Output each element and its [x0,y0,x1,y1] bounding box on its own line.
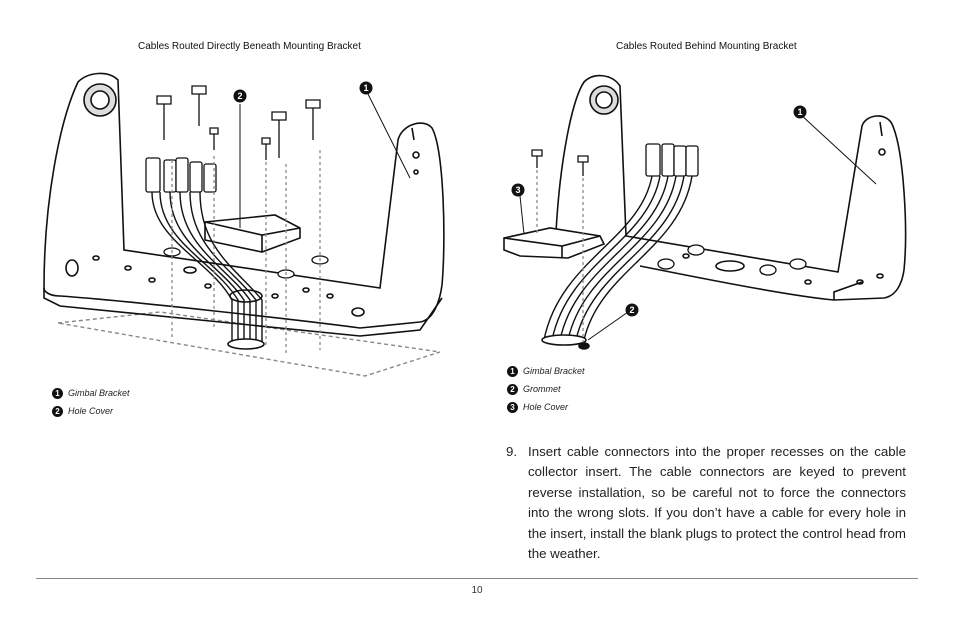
legend-label: Gimbal Bracket [523,366,585,376]
left-callout-2-badge: 2 [233,89,247,103]
legend-item: 2 Grommet [507,380,585,398]
right-callout-3-label: 3 [515,185,520,195]
right-callout-3-badge: 3 [511,183,525,197]
legend-number-badge: 1 [52,387,63,399]
legend-item: 2 Hole Cover [52,402,130,420]
left-callout-1-label: 1 [363,83,368,93]
legend-label: Hole Cover [523,402,569,412]
right-figure-caption: Cables Routed Behind Mounting Bracket [616,41,797,52]
page-number: 10 [471,585,483,596]
legend-number-badge: 1 [507,365,518,377]
right-callout-1-label: 1 [797,107,802,117]
legend-item: 1 Gimbal Bracket [52,384,130,402]
legend-number-badge: 2 [52,405,63,417]
step-text: Insert cable connectors into the proper … [528,444,906,562]
legend-label: Hole Cover [68,406,114,416]
left-callout-1-badge: 1 [359,81,373,95]
legend-item: 1 Gimbal Bracket [507,362,585,380]
legend-number-badge: 2 [507,383,518,395]
left-gimbal-bracket-illustration [43,72,445,377]
right-callout-1-badge: 1 [793,105,807,119]
legend-item: 3 Hole Cover [507,398,585,416]
left-figure-legend: 1 Gimbal Bracket 2 Hole Cover [52,384,130,420]
instruction-step: 9. Insert cable connectors into the prop… [506,442,906,564]
left-figure-caption: Cables Routed Directly Beneath Mounting … [138,41,361,52]
left-callout-2-label: 2 [237,91,242,101]
step-number: 9. [506,444,518,459]
legend-number-badge: 3 [507,401,518,413]
footer-divider [36,578,918,579]
right-gimbal-bracket-illustration [503,74,907,350]
right-figure-legend: 1 Gimbal Bracket 2 Grommet 3 Hole Cover [507,362,585,416]
right-callout-2-badge: 2 [625,303,639,317]
legend-label: Gimbal Bracket [68,388,130,398]
legend-label: Grommet [523,384,561,394]
right-callout-2-label: 2 [629,305,634,315]
